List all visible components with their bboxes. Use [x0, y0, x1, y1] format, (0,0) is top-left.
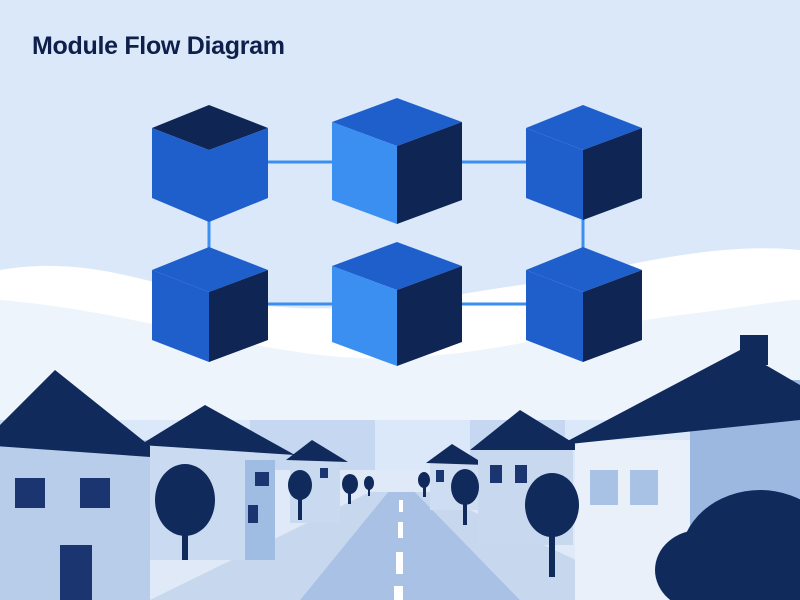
- page-title: Module Flow Diagram: [32, 32, 285, 60]
- tree: [451, 469, 479, 525]
- tree: [288, 470, 312, 520]
- tree: [364, 476, 374, 496]
- trees: [155, 464, 800, 600]
- module-5-cube: [332, 242, 462, 366]
- tree: [418, 472, 430, 497]
- connectors: [207, 160, 585, 306]
- module-2-cube: [332, 98, 462, 224]
- module-3-cube: [526, 105, 642, 220]
- module-4-cube: [152, 247, 268, 362]
- tree: [525, 473, 579, 577]
- road: [300, 492, 520, 600]
- module-6-cube: [526, 247, 642, 362]
- tree: [655, 490, 800, 600]
- tree: [342, 474, 358, 504]
- module-1-cube: [152, 105, 268, 222]
- house-left-1: [0, 370, 165, 600]
- road-markings: [394, 500, 403, 600]
- tree: [155, 464, 215, 560]
